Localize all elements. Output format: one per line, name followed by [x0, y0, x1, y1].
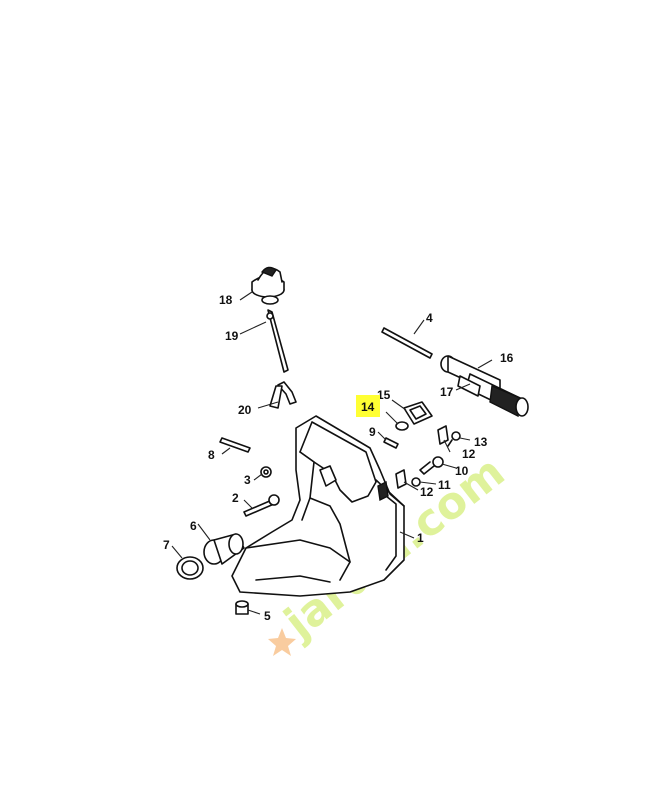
- callout-12-upper: 12: [462, 447, 476, 461]
- part-2-bolt: [243, 494, 280, 517]
- part-14-washer: [395, 421, 409, 431]
- callout-16: 16: [500, 351, 514, 365]
- part-3-nut: [260, 466, 272, 478]
- callout-20: 20: [238, 403, 252, 417]
- highlight-14: [356, 395, 380, 417]
- part-9-pin: [383, 437, 399, 449]
- callout-10: 10: [455, 464, 469, 478]
- leader-lines: [171, 291, 493, 615]
- callout-18: 18: [219, 293, 233, 307]
- part-18-fuel-cap: [251, 266, 285, 305]
- callout-6: 6: [190, 519, 197, 533]
- part-15-gasket: [403, 401, 433, 425]
- callout-9: 9: [369, 425, 376, 439]
- callout-3: 3: [244, 473, 251, 487]
- part-4-pin: [381, 327, 433, 359]
- part-10-screw: [419, 456, 444, 475]
- part-19-strap: [266, 309, 289, 373]
- callout-19: 19: [225, 329, 239, 343]
- callout-17: 17: [440, 385, 454, 399]
- part-17-sleeve: [457, 375, 481, 397]
- part-6-manifold: [203, 533, 245, 565]
- part-1-housing: [231, 415, 405, 597]
- callout-8: 8: [208, 448, 215, 462]
- callout-14: 14: [361, 400, 375, 414]
- part-11-screw: [411, 477, 421, 487]
- callout-12-lower: 12: [420, 485, 434, 499]
- callout-13: 13: [474, 435, 488, 449]
- part-5-cap: [235, 600, 249, 615]
- callout-11: 11: [438, 478, 451, 492]
- callout-5: 5: [264, 609, 271, 623]
- callout-2: 2: [232, 491, 239, 505]
- callout-7: 7: [163, 538, 170, 552]
- part-12-clip-upper: [437, 425, 449, 445]
- part-20-bracket: [269, 381, 297, 409]
- part-8-rod: [219, 437, 251, 453]
- part-13-screw: [447, 431, 461, 447]
- callout-labels: 18 19 20 4 16 17 15 14 9 13 12 10 11 12 …: [163, 293, 514, 623]
- part-7-clamp: [176, 556, 204, 580]
- part-12-clip-lower: [395, 469, 407, 489]
- callout-4: 4: [426, 311, 433, 325]
- callout-15: 15: [377, 388, 391, 402]
- callout-1: 1: [417, 531, 424, 545]
- part-16-tube: [440, 355, 529, 418]
